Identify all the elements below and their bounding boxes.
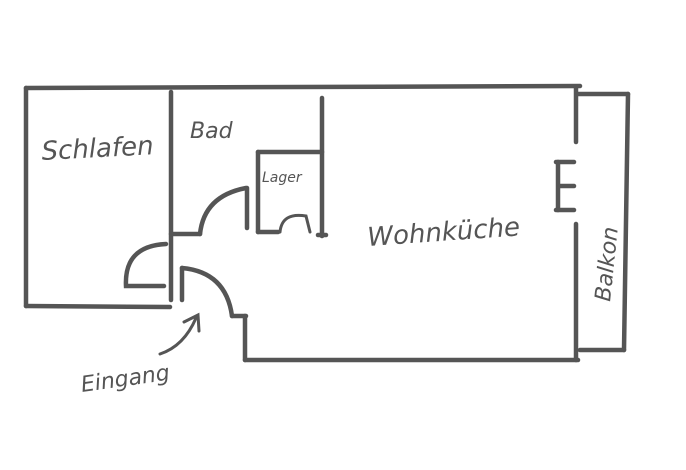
- doors: [123, 185, 312, 319]
- door-entrance: [179, 265, 235, 319]
- entrance-label: Eingang: [79, 361, 171, 398]
- door-schlafen: [123, 241, 169, 289]
- door-lager: [278, 213, 312, 234]
- entrance-arrow: [158, 312, 201, 356]
- room-label-schlafen: Schlafen: [41, 131, 154, 167]
- room-label-wohnkueche: Wohnküche: [366, 212, 521, 253]
- room-label-bad: Bad: [190, 119, 234, 144]
- door-bad: [197, 185, 249, 237]
- room-label-balkon: Balkon: [591, 226, 624, 303]
- interior-walls: [168, 89, 329, 319]
- balcony-frame: [575, 91, 631, 353]
- window-mark: [553, 159, 577, 213]
- outer-walls: [23, 83, 583, 363]
- room-label-lager: Lager: [262, 170, 303, 186]
